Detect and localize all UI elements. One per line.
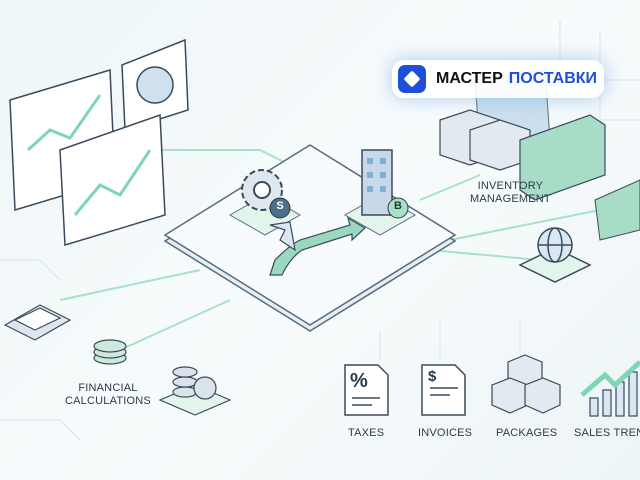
gear-badge-letter: S <box>276 200 284 212</box>
sales-trends-label: SALES TRENDS <box>574 427 640 439</box>
dollar-symbol: $ <box>428 368 437 385</box>
building-badge-letter: B <box>394 200 402 212</box>
coin-stack-icon <box>93 339 127 365</box>
truck-icon <box>594 179 640 241</box>
building-icon <box>343 149 417 236</box>
flow-arrows <box>269 216 367 276</box>
brand-badge: МАСТЕР ПОСТАВКИ <box>392 60 604 98</box>
packages-label: PACKAGES <box>496 427 558 439</box>
chart-panels <box>9 38 189 246</box>
invoice-document-icon <box>421 364 466 416</box>
taxes-document-icon <box>344 364 389 416</box>
sales-trend-icon <box>580 360 640 417</box>
invoices-label: INVOICES <box>418 427 473 439</box>
brand-logo-icon <box>398 65 426 93</box>
financial-label: FINANCIAL CALCULATIONS <box>65 382 151 407</box>
brand-name-part1: МАСТЕР <box>436 70 503 87</box>
brand-name-part2: ПОСТАВКИ <box>508 70 598 87</box>
dollar-coins-icon <box>158 366 232 416</box>
taxes-label: TAXES <box>348 427 385 439</box>
inventory-label: INVENTORY MANAGEMENT <box>470 180 551 205</box>
globe-icon <box>518 227 592 283</box>
percent-symbol: % <box>350 370 368 392</box>
inventory-containers <box>439 69 606 201</box>
calculator-icon <box>3 304 72 341</box>
packages-icon <box>491 354 561 414</box>
